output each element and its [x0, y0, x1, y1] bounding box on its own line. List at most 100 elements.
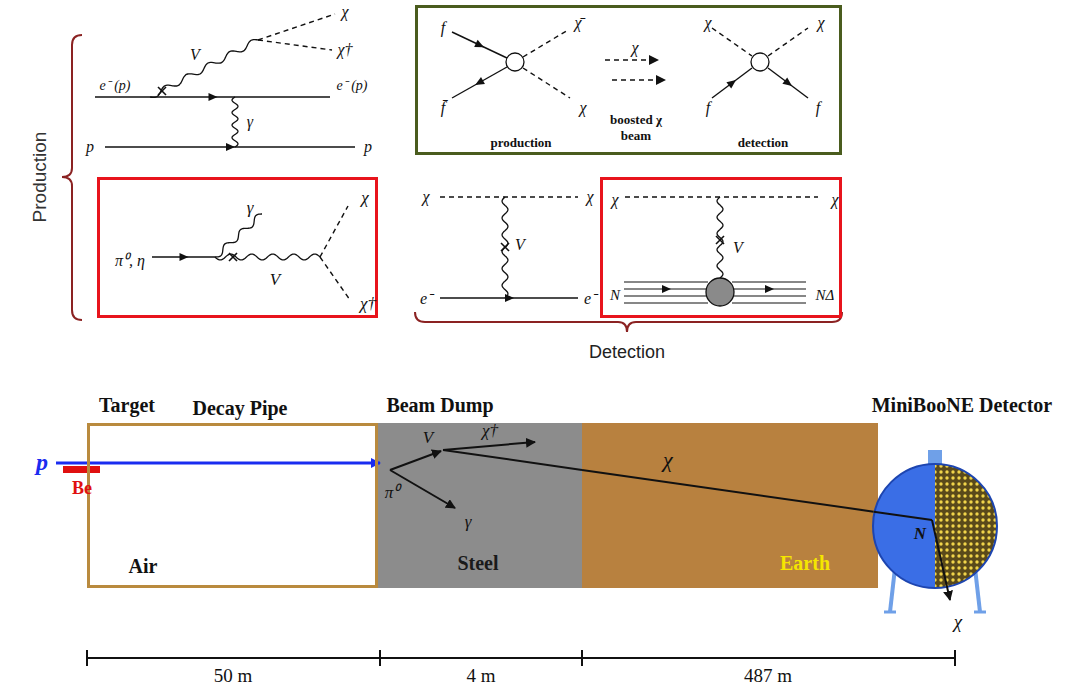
particle-line	[452, 67, 507, 98]
node-text: N	[914, 524, 926, 544]
node-text: detection	[738, 135, 789, 151]
diagram-label: e⁻	[420, 287, 432, 309]
diagram-label: 4 m	[466, 665, 495, 687]
node-text: χ	[631, 39, 638, 57]
diagram-label: e⁻ (p)	[99, 75, 130, 94]
diagram-label: χ	[586, 188, 593, 206]
beam-dump: Beam DumpSteelπ⁰Vχ†γ	[378, 423, 582, 588]
wavy-line	[150, 40, 258, 98]
node-text: γ	[465, 512, 472, 532]
node-text: boosted χ beam	[594, 112, 678, 144]
dimension-tick	[581, 650, 583, 666]
mixing-cross	[501, 243, 509, 251]
arrow-head	[765, 285, 774, 293]
node-text: π⁰	[385, 480, 400, 503]
node-text: χ	[579, 99, 586, 117]
node-text: N	[610, 287, 620, 304]
diagram-label: p	[364, 138, 372, 156]
vertex-blob	[751, 53, 769, 71]
node-text: f̄	[441, 99, 445, 117]
node-text: production	[490, 135, 551, 151]
detector-sphere-fill	[873, 464, 997, 588]
diagram-label: p	[86, 138, 94, 156]
diagram-label: χ†	[337, 41, 352, 59]
beam-dump-fill	[378, 423, 582, 588]
node-text: V	[733, 239, 743, 257]
particle-line	[768, 68, 808, 98]
particle-track	[582, 470, 874, 512]
diagram-label: Detection	[589, 342, 665, 363]
proton-beam	[56, 462, 380, 465]
particle-line	[605, 59, 658, 60]
particle-line	[712, 68, 752, 98]
dimension-tick	[379, 650, 381, 666]
arrow-head	[226, 143, 235, 151]
diagram-label: 50 m	[214, 665, 253, 687]
region-heading: Decay Pipe	[193, 397, 288, 420]
node-text: χ	[611, 191, 618, 209]
mixing-cross	[501, 243, 509, 251]
wavy-line	[215, 214, 262, 257]
node-text: χ	[831, 191, 838, 209]
node-text: V	[270, 270, 280, 290]
particle-line	[768, 28, 808, 56]
diagram-label: Production	[29, 132, 51, 223]
arrow-head	[209, 93, 218, 101]
diagram-label: γ	[247, 113, 253, 131]
particle-line	[624, 302, 708, 303]
production-bracket	[62, 35, 82, 320]
diagram-label: χ	[341, 3, 348, 21]
arrow-head	[726, 77, 738, 89]
node-text: Earth	[780, 552, 830, 575]
node-text: γ	[247, 198, 254, 218]
dimension-tick	[954, 650, 956, 666]
earth-region: Earth	[582, 423, 878, 588]
photomultiplier-array	[935, 464, 997, 588]
particle-line	[612, 79, 665, 80]
process-summary-box: ff̄χ̄χproductionχboosted χ beamχχffdetec…	[415, 5, 842, 155]
node-text: f	[441, 19, 445, 37]
photon-arrow	[390, 470, 455, 508]
diagram-label: V	[515, 236, 525, 254]
wavy-line	[232, 97, 238, 147]
detector-sphere: MiniBooNE DetectorNχ	[872, 463, 998, 589]
node-text: χ	[361, 188, 368, 208]
particle-line	[452, 32, 507, 58]
mixing-cross	[716, 236, 724, 244]
arrow-head	[474, 40, 486, 51]
node-text: Steel	[457, 552, 498, 575]
node-text: χ†	[360, 294, 376, 314]
diagram-label: 487 m	[744, 665, 792, 687]
vertex-blob	[506, 53, 524, 71]
particle-line	[732, 281, 806, 282]
node-text: f	[816, 99, 820, 117]
anti-chi-arrow	[443, 442, 535, 450]
nucleon-scatter-box: χ χV N NΔ	[600, 177, 842, 318]
particle-track-end	[874, 512, 932, 520]
detector-leg	[975, 568, 980, 612]
diagram-label: e⁻ (p)	[336, 75, 367, 94]
scattered-chi-arrow	[932, 520, 950, 600]
mixing-cross	[158, 87, 166, 95]
pion-decay-arrow	[390, 451, 441, 470]
node-text: NΔ	[816, 287, 835, 304]
detector-foot	[974, 611, 986, 614]
node-text: χ	[954, 611, 962, 633]
meson-decay-box: π⁰, ηγVχχ†	[97, 177, 378, 318]
region-heading: MiniBooNE Detector	[872, 394, 1053, 417]
dimension-tick	[86, 650, 88, 666]
particle-line	[258, 14, 335, 40]
mixing-cross	[229, 253, 237, 261]
diagram-label: Target	[99, 394, 155, 417]
particle-line	[712, 28, 752, 56]
arrow-head	[782, 77, 794, 89]
diagram-label: V	[190, 46, 200, 64]
detector-foot	[884, 611, 896, 614]
particle-line	[523, 68, 570, 98]
mixing-cross	[158, 87, 166, 95]
particle-line	[258, 40, 332, 50]
detector-outline	[873, 464, 997, 588]
